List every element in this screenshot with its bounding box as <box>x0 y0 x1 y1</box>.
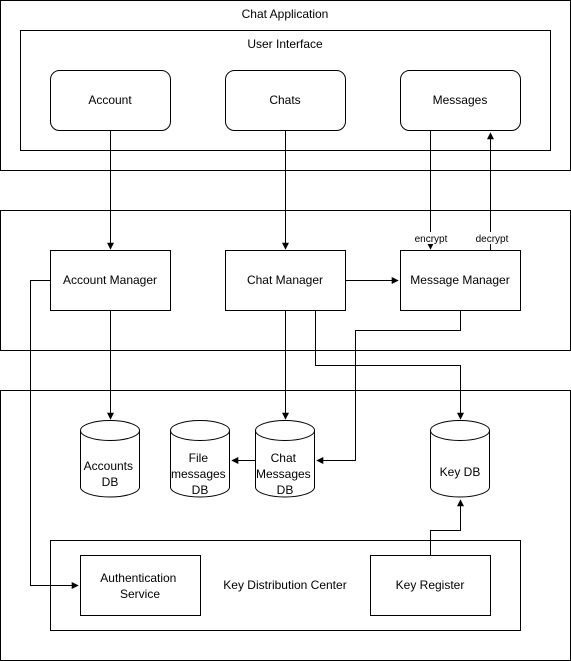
message-manager-label: Message Manager <box>410 273 509 287</box>
key-distribution-center-title: Key Distribution Center <box>223 578 346 592</box>
key-db-label: Key DB <box>440 465 481 479</box>
message-manager-node <box>400 250 521 311</box>
message-manager-to-chat-messages-db-edge <box>316 311 461 464</box>
messages-label: Messages <box>433 93 488 107</box>
decrypt-label: decrypt <box>476 234 509 245</box>
key-db-cylinder <box>430 420 490 498</box>
account-manager-to-authentication-service-edge <box>30 280 79 589</box>
chats-node <box>225 70 346 131</box>
key-register-node <box>370 555 491 616</box>
account-manager-node <box>50 250 171 311</box>
key-register-to-key-db-edge <box>430 499 464 555</box>
chat-messages-db-label: Chat Messages DB <box>256 451 314 497</box>
file-messages-db-cylinder <box>170 420 230 498</box>
chat-messages-db-cylinder <box>255 420 315 498</box>
authentication-service-node <box>80 555 201 616</box>
file-messages-db-label: File messages DB <box>171 451 229 497</box>
encrypt-label-bg <box>410 232 452 244</box>
account-label: Account <box>88 93 132 107</box>
decrypt-label-bg <box>471 232 513 244</box>
key-register-label: Key Register <box>396 578 465 592</box>
chat-application-title: Chat Application <box>242 7 329 21</box>
accounts-db-cylinder <box>80 420 140 498</box>
account-manager-label: Account Manager <box>63 273 157 287</box>
chat-manager-to-key-db-edge <box>315 311 464 420</box>
encrypt-label: encrypt <box>415 234 448 245</box>
authentication-service-label: Authentication Service <box>100 571 179 601</box>
account-node <box>50 70 171 131</box>
user-interface-title: User Interface <box>247 37 323 51</box>
chat-manager-label: Chat Manager <box>247 273 323 287</box>
accounts-db-label: Accounts DB <box>84 459 137 489</box>
messages-node <box>400 70 521 131</box>
chats-label: Chats <box>269 93 300 107</box>
chat-manager-node <box>225 250 346 311</box>
